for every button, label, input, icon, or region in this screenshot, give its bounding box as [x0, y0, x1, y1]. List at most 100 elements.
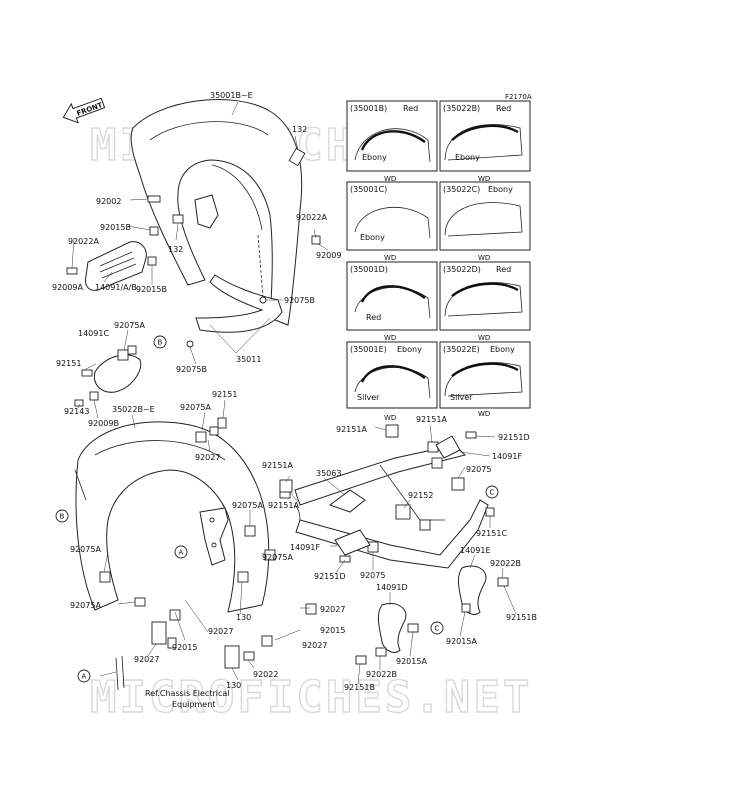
- part-label: 92022B: [490, 559, 521, 568]
- part-label: 92015A: [446, 637, 477, 646]
- front-fork-plate: [194, 194, 219, 229]
- rear-fender: [74, 421, 270, 613]
- variant-color: Red: [366, 313, 381, 322]
- variant-wd: WD: [478, 175, 490, 183]
- variant-wd: WD: [478, 334, 490, 342]
- part-label: 92022A: [68, 237, 99, 246]
- variant-box-35001c: [346, 181, 438, 251]
- saddlebag-stay: [294, 444, 489, 569]
- variant-code: (35022B): [443, 104, 480, 113]
- variant-code: (35022E): [443, 345, 480, 354]
- part-label: 92075: [466, 465, 491, 474]
- rear-fender-plate: [199, 507, 229, 566]
- part-label: 92009B: [88, 419, 119, 428]
- part-label: 92027: [320, 605, 345, 614]
- part-label: 14091F: [290, 543, 320, 552]
- part-label: 14091/A/B: [95, 283, 137, 292]
- part-label: 92075A: [180, 403, 211, 412]
- callout-b1: B: [153, 335, 167, 349]
- part-label: 92022A: [296, 213, 327, 222]
- variant-color: Ebony: [360, 233, 385, 242]
- part-label: 92151A: [268, 501, 299, 510]
- part-label: 92022B: [366, 670, 397, 679]
- ref-chassis-electrical: Ref.Chassis Electrical: [145, 689, 230, 698]
- variant-wd: WD: [384, 175, 396, 183]
- stay-fasteners: [279, 424, 495, 563]
- part-label: 92075: [360, 571, 385, 580]
- variant-boxes: (35001B) Red Ebony WD (35022B) Red Ebony…: [346, 100, 531, 422]
- variant-color: Red: [496, 104, 511, 113]
- variant-code: (35001C): [350, 185, 387, 194]
- variant-color: Ebony: [490, 345, 515, 354]
- variant-color: Ebony: [488, 185, 513, 194]
- part-label: 92143: [64, 407, 89, 416]
- variant-wd: WD: [478, 410, 490, 418]
- variant-color: Red: [403, 104, 418, 113]
- part-label: 92027: [134, 655, 159, 664]
- part-label: 92027: [302, 641, 327, 650]
- callout-c-label: C: [435, 625, 440, 633]
- part-label: 92015: [320, 626, 345, 635]
- part-label: 92027: [195, 453, 220, 462]
- variant-code: (35001D): [350, 265, 388, 274]
- callout-a-label: A: [82, 673, 87, 681]
- part-label: 92151B: [506, 613, 537, 622]
- variant-color: Ebony: [455, 153, 480, 162]
- part-label: 92027: [208, 627, 233, 636]
- rear-fender-bolts: [99, 417, 317, 669]
- callout-a-label: A: [179, 549, 184, 557]
- part-label: 14091F: [492, 452, 522, 461]
- part-label: 92152: [408, 491, 433, 500]
- callout-c2: C: [430, 621, 444, 635]
- bracket-14091e: [457, 565, 487, 615]
- part-label: 92151B: [344, 683, 375, 692]
- variant-color: Silver: [357, 393, 380, 402]
- variant-wd: WD: [384, 334, 396, 342]
- part-label: 92015B: [100, 223, 131, 232]
- variant-box-35022c: [439, 181, 531, 251]
- part-labels: 35001B~E 132 92002 92015B 132 92022A 920…: [52, 91, 537, 709]
- bracket-14091d: [377, 603, 407, 653]
- part-label: 92075A: [70, 601, 101, 610]
- variant-color: Silver: [450, 393, 473, 402]
- callout-a2: A: [77, 669, 91, 683]
- part-label: 92002: [96, 197, 121, 206]
- part-label: 92151D: [498, 433, 530, 442]
- ref-equipment: Equipment: [172, 700, 215, 709]
- diagram-code: F2170A: [505, 93, 532, 101]
- part-label: 92075B: [176, 365, 207, 374]
- watermark-bottom: MICROFICHES.NET: [90, 672, 532, 723]
- part-label: 14091C: [78, 329, 109, 338]
- part-label: 35022B~E: [112, 405, 155, 414]
- part-label: 35001B~E: [210, 91, 253, 100]
- variant-box-35022e: [439, 341, 531, 409]
- part-label: 92015A: [396, 657, 427, 666]
- part-label: 92151C: [476, 529, 507, 538]
- callout-c1: C: [485, 485, 499, 499]
- side-cover: [85, 241, 147, 291]
- part-label: 14091E: [460, 546, 491, 555]
- part-label: 92075A: [262, 553, 293, 562]
- part-label: 92075A: [232, 501, 263, 510]
- part-label: 92075A: [114, 321, 145, 330]
- part-label: 35063: [316, 469, 341, 478]
- bracket-fasteners: [355, 577, 509, 665]
- part-label: 132: [168, 245, 183, 254]
- part-label: 92151A: [416, 415, 447, 424]
- part-label: 92075B: [284, 296, 315, 305]
- part-label: 92151: [212, 390, 237, 399]
- front-fender-bolts: [66, 147, 321, 407]
- part-label: 130: [236, 613, 251, 622]
- cover-14091c: [93, 354, 142, 393]
- part-label: 14091D: [376, 583, 408, 592]
- variant-code: (35022C): [443, 185, 480, 194]
- variant-code: (35022D): [443, 265, 481, 274]
- part-label: 92015B: [136, 285, 167, 294]
- variant-color: Red: [496, 265, 511, 274]
- variant-code: (35001B): [350, 104, 387, 113]
- variant-wd: WD: [384, 414, 396, 422]
- part-label: 35011: [236, 355, 261, 364]
- chassis-electrical-ref: [115, 655, 125, 691]
- variant-code: (35001E): [350, 345, 387, 354]
- part-label: 92075A: [70, 545, 101, 554]
